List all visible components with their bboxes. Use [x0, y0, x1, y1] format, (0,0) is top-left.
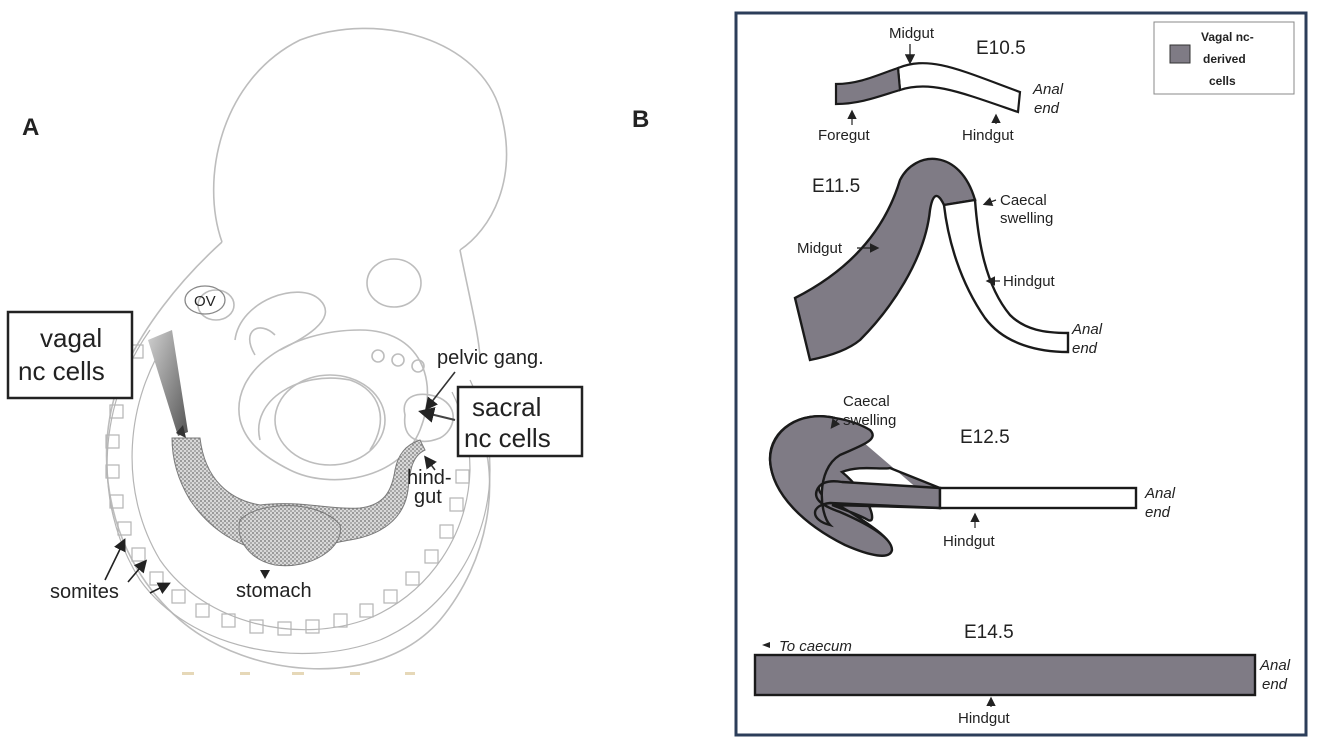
panel-a: A	[8, 28, 582, 675]
somites-label: somites	[50, 581, 119, 603]
hindgut-label-line2: gut	[414, 486, 442, 508]
legend-swatch	[1170, 45, 1190, 63]
e105-foregut: Foregut	[818, 127, 871, 144]
e145-anal2: end	[1262, 676, 1288, 693]
e125-anal1: Anal	[1144, 485, 1176, 502]
e125-stage: E12.5	[960, 427, 1010, 448]
e115-caecal2: swelling	[1000, 210, 1053, 227]
vagal-label-line2: nc cells	[18, 356, 105, 386]
stomach-label: stomach	[236, 580, 312, 602]
e115-anal2: end	[1072, 340, 1098, 357]
e125-caecal2: swelling	[843, 412, 896, 429]
e115-anal1: Anal	[1071, 321, 1103, 338]
stomach-pointer	[260, 570, 270, 579]
pelvic-gang-pointer	[427, 372, 455, 408]
e125-gut-white	[940, 488, 1136, 508]
e115-midgut: Midgut	[797, 240, 843, 257]
somites-pointer-1	[105, 541, 124, 580]
panel-a-letter: A	[22, 114, 39, 141]
panel-b-letter: B	[632, 106, 649, 133]
e105-midgut: Midgut	[889, 25, 935, 42]
e105-stage: E10.5	[976, 38, 1026, 59]
e145-anal1: Anal	[1259, 657, 1291, 674]
e115-caecal1: Caecal	[1000, 192, 1047, 209]
legend-line3: cells	[1209, 74, 1236, 88]
e145-hindgut: Hindgut	[958, 710, 1011, 727]
legend-line2: derived	[1203, 52, 1246, 66]
sacral-label-line2: nc cells	[464, 423, 551, 453]
faint-marks	[182, 672, 415, 675]
e105-anal2: end	[1034, 100, 1060, 117]
vagal-migration-cone	[148, 330, 188, 436]
e125-hindgut: Hindgut	[943, 533, 996, 550]
e115-stage: E11.5	[812, 176, 860, 197]
e115-hindgut: Hindgut	[1003, 273, 1056, 290]
sacral-migration-arrow	[422, 412, 455, 420]
e125-caecal1: Caecal	[843, 393, 890, 410]
panel-b: B Vagal nc- derived cells E10.5 Midgut A…	[632, 13, 1306, 735]
panel-b-frame	[736, 13, 1306, 735]
e125-anal2: end	[1145, 504, 1171, 521]
somites-pointer-2	[128, 562, 145, 582]
e145-to-caecum: To caecum	[779, 638, 852, 655]
e105-anal1: Anal	[1032, 81, 1064, 98]
ov-label: OV	[194, 293, 216, 310]
e145-stage: E14.5	[964, 622, 1014, 643]
sacral-label-line1: sacral	[472, 392, 541, 422]
legend-line1: Vagal nc-	[1201, 30, 1254, 44]
vagal-label-line1: vagal	[40, 323, 102, 353]
stomach-bulge	[239, 506, 340, 566]
pelvic-gang-label: pelvic gang.	[437, 347, 544, 369]
e105-hindgut: Hindgut	[962, 127, 1015, 144]
e145-gut-vagal	[755, 655, 1255, 695]
